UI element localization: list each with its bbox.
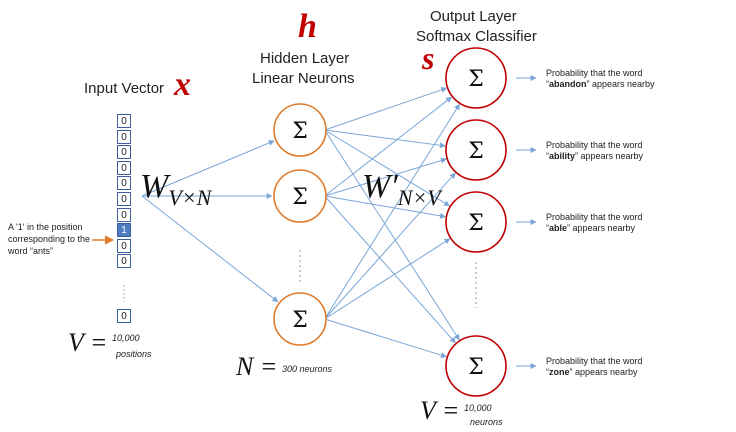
edge-hidden-output	[324, 103, 460, 320]
edge-hidden-output	[324, 195, 447, 219]
vector-cell: 0	[117, 114, 131, 128]
weight-input-hidden-symbol: W	[140, 168, 169, 205]
output-v-symbol: V =	[420, 396, 460, 425]
prob-able: Probability that the word “able” appears…	[546, 212, 643, 234]
sigma-icon: Σ	[468, 211, 484, 236]
prob-ability-suffix: appears nearby	[580, 151, 644, 161]
sigma-icon: Σ	[468, 355, 484, 380]
sigma-icon: Σ	[468, 139, 484, 164]
vector-cell: 0	[117, 207, 131, 222]
prob-able-word: able	[549, 223, 568, 233]
vector-cell: 0	[117, 238, 131, 253]
prob-abandon: Probability that the word “abandon” appe…	[546, 68, 655, 90]
vector-cell: 0	[117, 160, 131, 175]
output-neuron-able: Σ	[445, 191, 507, 253]
prob-zone-word: zone	[549, 367, 570, 377]
edge-input-hidden	[141, 140, 275, 197]
weight-input-hidden: WV×N	[140, 168, 211, 211]
output-v-unit: neurons	[470, 417, 503, 427]
edge-hidden-output	[324, 238, 451, 320]
edge-hidden-output	[324, 86, 448, 131]
prob-zone-suffix: appears nearby	[575, 367, 638, 377]
hidden-neuron-circle	[273, 292, 327, 346]
hidden-n-value: 300 neurons	[282, 364, 333, 374]
edge-hidden-output	[324, 157, 447, 197]
nodes-group: Σ Σ Σ Σ Σ Σ Σ	[273, 47, 507, 397]
edge-hidden-output	[324, 129, 451, 207]
hidden-title-1: Hidden Layer	[260, 50, 350, 67]
output-neuron-ability: Σ	[445, 119, 507, 181]
prob-able-prefix: Probability that the word	[546, 212, 643, 222]
prob-zone-prefix: Probability that the word	[546, 356, 643, 366]
annotation-line-3: word “ants”	[8, 246, 54, 256]
output-neuron-zone-circle	[445, 335, 507, 397]
edge-input-hidden	[141, 195, 279, 303]
prob-ability: Probability that the word “ability” appe…	[546, 140, 643, 162]
hidden-symbol: h	[298, 8, 317, 45]
weight-hidden-output: W′N×V	[362, 168, 441, 211]
input-v-symbol: V =	[68, 328, 108, 357]
hidden-n-symbol: N =	[236, 352, 278, 381]
edge-hidden-output	[324, 129, 446, 149]
edges-group	[141, 75, 537, 369]
edge-hidden-output	[324, 195, 456, 344]
output-neuron-ability-circle	[445, 119, 507, 181]
prob-zone: Probability that the word “zone” appears…	[546, 356, 643, 378]
output-title-2: Softmax Classifier	[416, 28, 537, 45]
output-title-1: Output Layer	[430, 8, 517, 25]
output-v-value: 10,000	[464, 403, 492, 413]
sigma-icon: Σ	[292, 308, 308, 333]
annotation-line-2: corresponding to the	[8, 234, 91, 244]
output-neuron-zone: Σ	[445, 335, 507, 397]
hidden-title-2: Linear Neurons	[252, 70, 355, 87]
hidden-neuron: Σ	[273, 292, 327, 346]
weight-hidden-output-symbol: W′	[362, 168, 398, 205]
output-symbol: s	[422, 40, 435, 76]
prob-able-line2: “able” appears nearby	[546, 223, 636, 233]
edge-hidden-output	[324, 318, 447, 359]
weight-hidden-output-sub: N×V	[397, 184, 441, 210]
prob-zone-line2: “zone” appears nearby	[546, 367, 638, 377]
vector-cell: 0	[117, 192, 131, 206]
prob-abandon-line2: “abandon” appears nearby	[546, 79, 655, 89]
hidden-neuron-circle	[273, 169, 327, 223]
prob-abandon-suffix: appears nearby	[592, 79, 655, 89]
sigma-icon: Σ	[292, 119, 308, 144]
prob-able-suffix: appears nearby	[572, 223, 636, 233]
prob-abandon-word: abandon	[549, 79, 587, 89]
vector-cell: 0	[117, 145, 131, 160]
output-neuron-abandon-circle	[445, 47, 507, 109]
output-neuron-able-circle	[445, 191, 507, 253]
input-v-unit: positions	[116, 349, 152, 359]
vector-cell-last: 0	[117, 309, 131, 323]
input-symbol: x	[174, 66, 191, 103]
edge-hidden-output	[324, 96, 453, 197]
hidden-neuron: Σ	[273, 103, 327, 157]
prob-abandon-prefix: Probability that the word	[546, 68, 643, 78]
vector-cell: 0	[117, 254, 131, 269]
prob-ability-line2: “ability” appears nearby	[546, 151, 644, 161]
prob-ability-word: ability	[549, 151, 576, 161]
annotation-line-1: A '1' in the position	[8, 222, 83, 232]
weight-input-hidden-sub: V×N	[168, 184, 212, 210]
vector-cell: 1	[117, 223, 131, 238]
hidden-neuron: Σ	[273, 169, 327, 223]
edge-hidden-output	[324, 129, 460, 341]
vector-cell: 0	[117, 129, 131, 144]
edge-hidden-output	[324, 172, 456, 320]
input-vector-title: Input Vector	[84, 80, 165, 97]
hidden-neuron-circle	[273, 103, 327, 157]
sigma-icon: Σ	[468, 67, 484, 92]
sigma-icon: Σ	[292, 185, 308, 210]
prob-ability-prefix: Probability that the word	[546, 140, 643, 150]
vector-cell: 0	[117, 176, 131, 191]
input-v-value: 10,000	[112, 333, 140, 343]
output-neuron-abandon: Σ	[445, 47, 507, 109]
